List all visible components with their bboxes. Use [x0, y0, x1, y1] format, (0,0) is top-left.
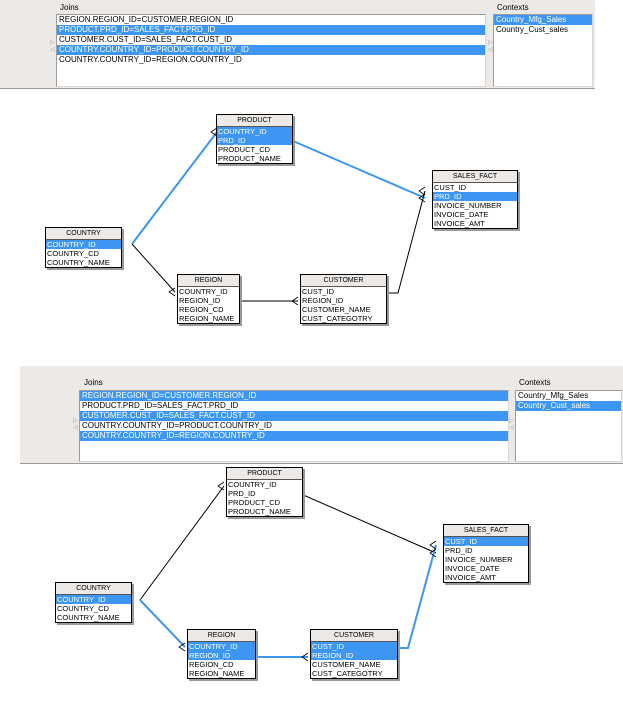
- table-column[interactable]: PRD_ID: [217, 136, 292, 145]
- table-column[interactable]: CUST_ID: [444, 537, 528, 546]
- table-column[interactable]: COUNTRY_NAME: [57, 613, 120, 622]
- table-column[interactable]: INVOICE_NUMBER: [445, 555, 513, 564]
- panel-splitter-grip-2[interactable]: ▷◁: [488, 40, 493, 53]
- context-row[interactable]: Country_Mfg_Sales: [518, 391, 589, 400]
- table-customer[interactable]: CUSTOMER CUST_ID REGION_ID CUSTOMER_NAME…: [310, 629, 398, 679]
- table-region[interactable]: REGION COUNTRY_ID REGION_ID REGION_CD RE…: [187, 629, 256, 679]
- contexts-label-2: Contexts: [519, 378, 551, 387]
- context-row[interactable]: Country_Cust_sales: [516, 401, 621, 411]
- table-title: REGION: [188, 630, 255, 642]
- join-row[interactable]: CUSTOMER.CUST_ID=SALES_FACT.CUST_ID: [80, 411, 508, 421]
- joins-list-2[interactable]: REGION.REGION_ID=CUSTOMER.REGION_ID PROD…: [79, 390, 509, 462]
- table-title: PRODUCT: [217, 115, 292, 127]
- context-row[interactable]: Country_Cust_sales: [496, 25, 569, 34]
- table-column[interactable]: REGION_ID: [302, 296, 344, 305]
- link-customer-sales-fact[interactable]: [395, 544, 437, 649]
- table-column[interactable]: PRODUCT_NAME: [228, 507, 291, 516]
- link-country-region[interactable]: [139, 599, 186, 648]
- contexts-list-2[interactable]: Country_Mfg_Sales Country_Cust_sales: [515, 390, 622, 462]
- contexts-list-1[interactable]: Country_Mfg_Sales Country_Cust_sales: [493, 14, 593, 87]
- table-column[interactable]: PRD_ID: [433, 192, 517, 201]
- panel-splitter-grip-1[interactable]: ▷◁: [50, 40, 55, 53]
- table-title: COUNTRY: [46, 228, 121, 240]
- table-title: COUNTRY: [56, 583, 131, 595]
- table-column[interactable]: REGION_ID: [311, 651, 397, 660]
- joins-label-1: Joins: [60, 3, 79, 12]
- table-column[interactable]: REGION_ID: [179, 296, 221, 305]
- table-column[interactable]: INVOICE_AMT: [434, 219, 485, 228]
- join-row[interactable]: PRODUCT.PRD_ID=SALES_FACT.PRD_ID: [57, 25, 485, 35]
- table-column[interactable]: REGION_NAME: [189, 669, 245, 678]
- table-column[interactable]: PRD_ID: [445, 546, 473, 555]
- join-row[interactable]: CUSTOMER.CUST_ID=SALES_FACT.CUST_ID: [59, 35, 233, 44]
- table-column[interactable]: INVOICE_NUMBER: [434, 201, 502, 210]
- table-column[interactable]: REGION_CD: [189, 660, 234, 669]
- table-column[interactable]: COUNTRY_CD: [47, 249, 99, 258]
- table-column[interactable]: CUST_ID: [311, 642, 397, 651]
- link-product-sales-fact[interactable]: [292, 140, 426, 199]
- table-country[interactable]: COUNTRY COUNTRY_ID COUNTRY_CD COUNTRY_NA…: [45, 227, 122, 268]
- table-column[interactable]: COUNTRY_NAME: [47, 258, 110, 267]
- table-column[interactable]: PRODUCT_CD: [228, 498, 281, 507]
- table-column[interactable]: PRD_ID: [228, 489, 256, 498]
- table-column[interactable]: PRODUCT_NAME: [218, 154, 281, 163]
- table-column[interactable]: CUST_CATEGOTRY: [312, 669, 383, 678]
- table-column[interactable]: CUST_ID: [434, 183, 467, 192]
- table-column[interactable]: CUST_CATEGOTRY: [302, 314, 373, 323]
- table-sales-fact[interactable]: SALES_FACT CUST_ID PRD_ID INVOICE_NUMBER…: [432, 170, 518, 229]
- table-column[interactable]: COUNTRY_ID: [228, 480, 277, 489]
- panel-splitter-grip-3[interactable]: ▷◁: [73, 418, 78, 431]
- link-country-product[interactable]: [131, 131, 218, 245]
- table-column[interactable]: CUST_ID: [302, 287, 335, 296]
- contexts-label-1: Contexts: [497, 3, 529, 12]
- table-column[interactable]: COUNTRY_ID: [56, 595, 131, 604]
- crowfoot-icon: [168, 127, 426, 306]
- table-column[interactable]: INVOICE_AMT: [445, 573, 496, 582]
- table-country[interactable]: COUNTRY COUNTRY_ID COUNTRY_CD COUNTRY_NA…: [55, 582, 132, 623]
- join-row[interactable]: REGION.REGION_ID=CUSTOMER.REGION_ID: [59, 15, 234, 24]
- link-country-product[interactable]: [139, 485, 225, 601]
- join-row[interactable]: REGION.REGION_ID=CUSTOMER.REGION_ID: [80, 391, 508, 401]
- table-column[interactable]: COUNTRY_ID: [179, 287, 228, 296]
- link-customer-sales-fact[interactable]: [384, 190, 426, 294]
- table-column[interactable]: CUSTOMER_NAME: [302, 305, 371, 314]
- table-title: CUSTOMER: [311, 630, 397, 642]
- table-column[interactable]: COUNTRY_ID: [46, 240, 121, 249]
- table-title: CUSTOMER: [301, 275, 386, 287]
- link-product-sales-fact[interactable]: [300, 493, 437, 554]
- join-row[interactable]: COUNTRY.COUNTRY_ID=PRODUCT.COUNTRY_ID: [57, 45, 485, 55]
- table-column[interactable]: CUSTOMER_NAME: [312, 660, 381, 669]
- context-row[interactable]: Country_Mfg_Sales: [494, 15, 592, 25]
- table-product[interactable]: PRODUCT COUNTRY_ID PRD_ID PRODUCT_CD PRO…: [216, 114, 293, 164]
- table-column[interactable]: PRODUCT_CD: [218, 145, 271, 154]
- table-column[interactable]: REGION_CD: [179, 305, 224, 314]
- table-column[interactable]: INVOICE_DATE: [445, 564, 500, 573]
- join-row[interactable]: COUNTRY.COUNTRY_ID=REGION.COUNTRY_ID: [80, 431, 508, 441]
- join-row[interactable]: PRODUCT.PRD_ID=SALES_FACT.PRD_ID: [82, 401, 239, 410]
- table-column[interactable]: COUNTRY_CD: [57, 604, 109, 613]
- table-product[interactable]: PRODUCT COUNTRY_ID PRD_ID PRODUCT_CD PRO…: [226, 467, 303, 517]
- table-title: SALES_FACT: [444, 525, 528, 537]
- table-sales-fact[interactable]: SALES_FACT CUST_ID PRD_ID INVOICE_NUMBER…: [443, 524, 529, 583]
- join-row[interactable]: COUNTRY.COUNTRY_ID=PRODUCT.COUNTRY_ID: [82, 421, 272, 430]
- table-column[interactable]: COUNTRY_ID: [217, 127, 292, 136]
- table-title: PRODUCT: [227, 468, 302, 480]
- joins-list-1[interactable]: REGION.REGION_ID=CUSTOMER.REGION_ID PROD…: [56, 14, 486, 87]
- link-country-region[interactable]: [131, 243, 176, 293]
- table-title: REGION: [178, 275, 239, 287]
- join-row[interactable]: COUNTRY.COUNTRY_ID=REGION.COUNTRY_ID: [59, 55, 242, 64]
- panel-splitter-grip-4[interactable]: ▷◁: [509, 418, 514, 431]
- joins-label-2: Joins: [84, 378, 103, 387]
- table-title: SALES_FACT: [433, 171, 517, 183]
- table-customer[interactable]: CUSTOMER CUST_ID REGION_ID CUSTOMER_NAME…: [300, 274, 387, 324]
- table-column[interactable]: REGION_ID: [188, 651, 255, 660]
- table-column[interactable]: REGION_NAME: [179, 314, 235, 323]
- table-region[interactable]: REGION COUNTRY_ID REGION_ID REGION_CD RE…: [177, 274, 240, 324]
- crowfoot-icon: [178, 481, 437, 662]
- table-column[interactable]: INVOICE_DATE: [434, 210, 489, 219]
- table-column[interactable]: COUNTRY_ID: [188, 642, 255, 651]
